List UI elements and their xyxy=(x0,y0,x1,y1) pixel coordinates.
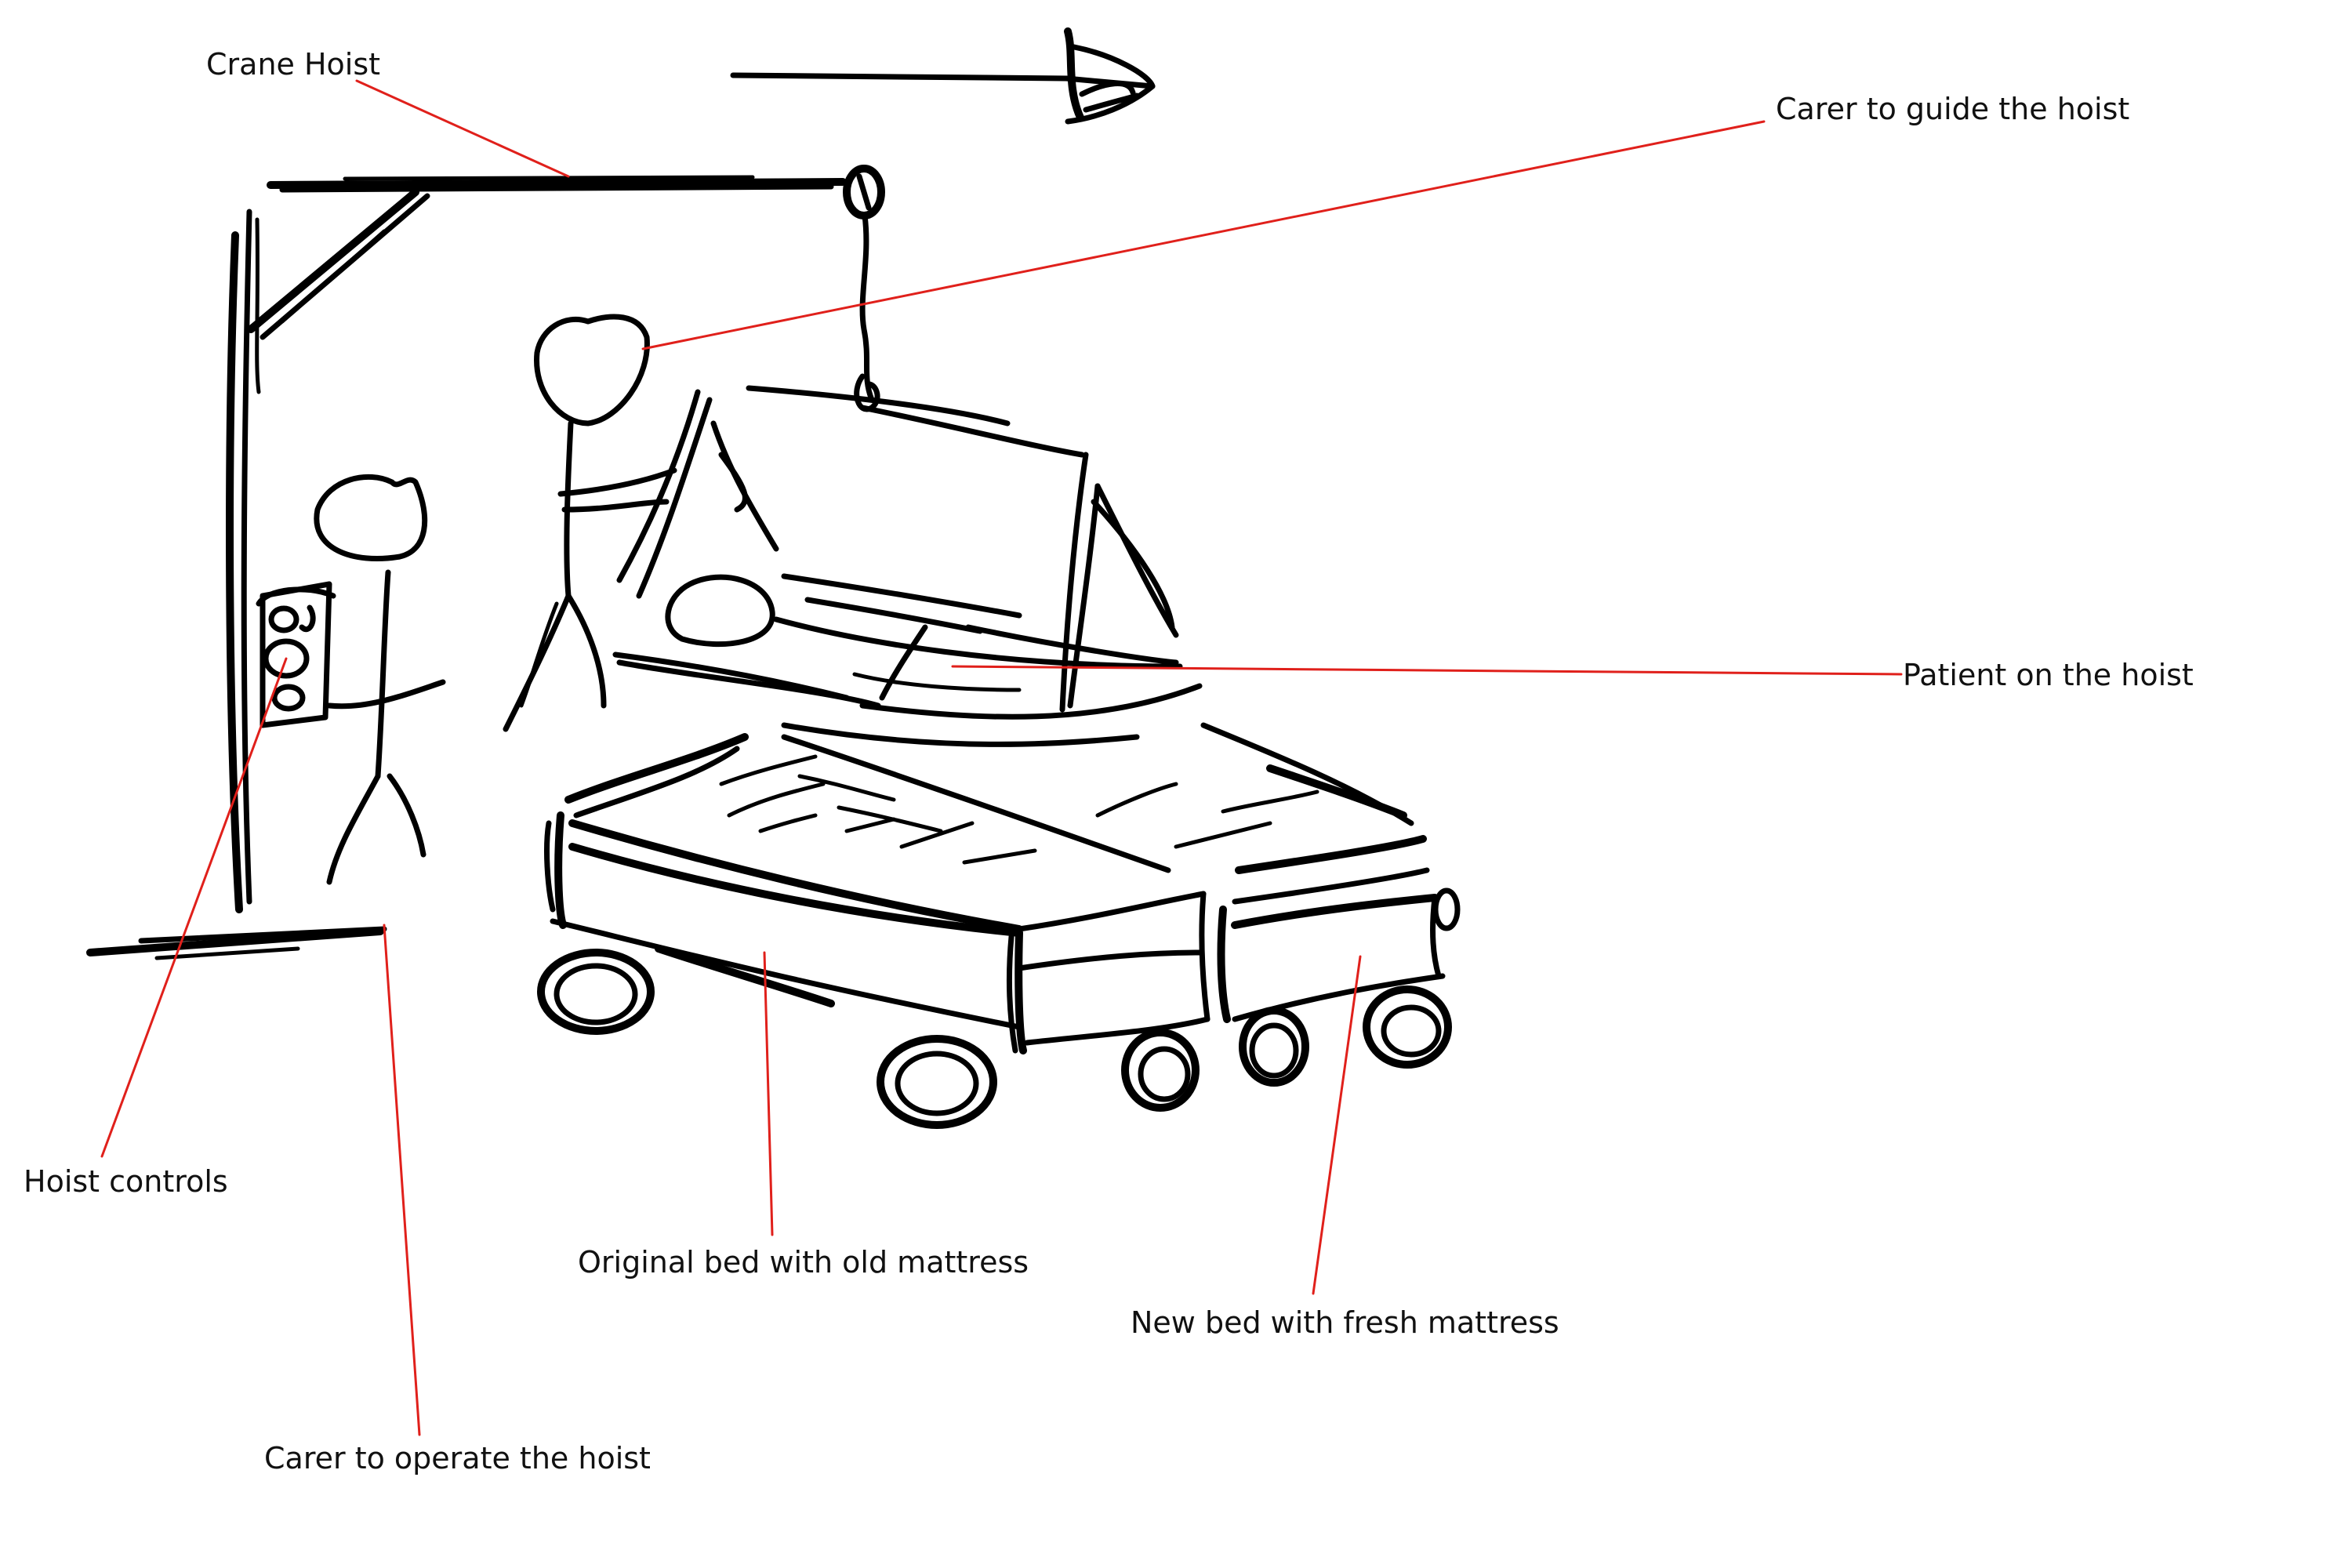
label-patient: Patient on the hoist xyxy=(1903,658,2194,692)
label-crane-hoist: Crane Hoist xyxy=(206,47,380,82)
leader-patient xyxy=(951,665,1903,676)
leader-original-bed xyxy=(763,951,774,1236)
leader-carer-guide xyxy=(641,120,1766,350)
carer-operate-figure xyxy=(256,474,446,885)
label-carer-operate: Carer to operate the hoist xyxy=(264,1441,651,1475)
label-new-bed: New bed with fresh mattress xyxy=(1131,1305,1559,1340)
label-hoist-controls: Hoist controls xyxy=(24,1164,228,1199)
leader-lines xyxy=(100,79,1903,1436)
new-bed xyxy=(1095,722,1461,1087)
leader-hoist-controls xyxy=(100,657,288,1158)
leader-new-bed xyxy=(1312,955,1362,1295)
carer-guide-figure xyxy=(503,314,677,732)
patient-sling xyxy=(612,385,1203,747)
label-carer-guide: Carer to guide the hoist xyxy=(1776,92,2129,126)
label-original-bed: Original bed with old mattress xyxy=(578,1245,1029,1279)
crane-hoist xyxy=(86,165,885,960)
leader-carer-operate xyxy=(383,924,421,1436)
leader-crane-hoist xyxy=(355,79,570,178)
direction-arrow xyxy=(730,27,1156,125)
original-bed xyxy=(537,733,1210,1129)
